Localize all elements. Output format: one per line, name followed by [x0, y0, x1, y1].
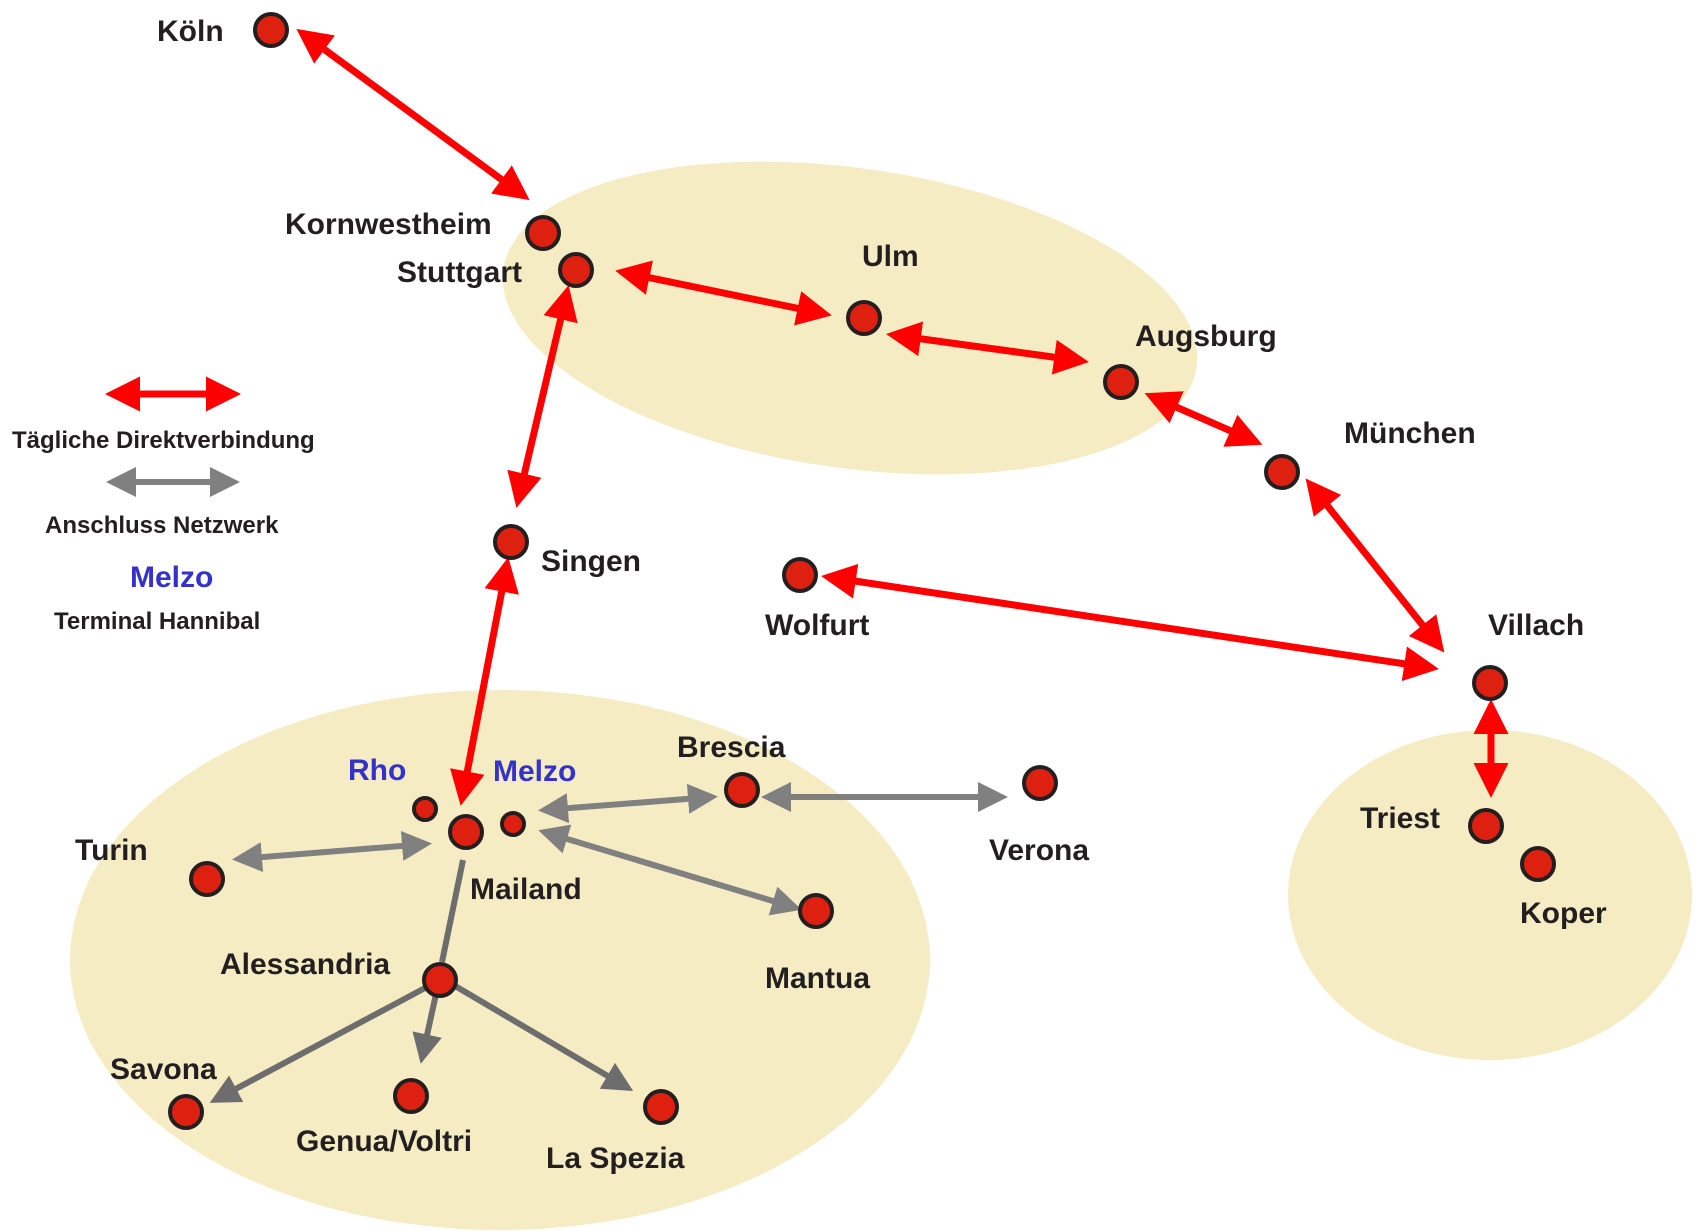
- label-augsburg: Augsburg: [1135, 320, 1277, 353]
- label-alessandria: Alessandria: [220, 948, 390, 981]
- node-wolfurt: [782, 557, 818, 593]
- network-connections: [106, 467, 1008, 916]
- node-koper: [1520, 846, 1556, 882]
- node-alessandria: [422, 962, 458, 998]
- link-singen-mailand: [450, 557, 519, 806]
- link-augsburg-muenchen: [1144, 391, 1263, 447]
- label-rho: Rho: [348, 754, 406, 787]
- label-ulm: Ulm: [862, 240, 919, 273]
- node-mantua: [798, 893, 834, 929]
- node-stuttgart: [558, 252, 594, 288]
- link-melzo-brescia: [538, 783, 718, 824]
- node-ulm: [846, 300, 882, 336]
- label-la-spezia: La Spezia: [546, 1142, 685, 1175]
- label-mailand: Mailand: [470, 873, 582, 906]
- link-alessandria-la-spezia: [443, 977, 634, 1092]
- label-melzo: Melzo: [493, 755, 576, 788]
- label-muenchen: München: [1344, 417, 1476, 450]
- label-verona: Verona: [989, 834, 1089, 867]
- label-genua: Genua/Voltri: [296, 1125, 472, 1158]
- label-turin: Turin: [75, 834, 148, 867]
- link-ulm-augsburg: [886, 321, 1089, 375]
- link-koeln-kornwestheim: [296, 28, 530, 201]
- legend-network-label: Anschluss Netzwerk: [45, 512, 279, 539]
- link-wolfurt-villach: [821, 563, 1439, 682]
- node-genua: [393, 1078, 429, 1114]
- node-singen: [493, 524, 529, 560]
- link-alessandria-savona: [209, 977, 442, 1103]
- node-augsburg: [1103, 364, 1139, 400]
- label-triest: Triest: [1360, 802, 1440, 835]
- label-kornwestheim: Kornwestheim: [285, 208, 492, 241]
- network-connections-dark: [209, 859, 634, 1103]
- nodes: [168, 12, 1556, 1130]
- node-villach: [1472, 665, 1508, 701]
- label-mantua: Mantua: [765, 962, 870, 995]
- node-savona: [168, 1094, 204, 1130]
- label-singen: Singen: [541, 545, 641, 578]
- node-mailand: [448, 814, 484, 850]
- node-kornwestheim: [525, 215, 561, 251]
- legend-terminal-name: Melzo: [130, 561, 213, 594]
- label-koper: Koper: [1520, 897, 1607, 930]
- link-stuttgart-singen: [507, 285, 578, 508]
- label-wolfurt: Wolfurt: [765, 609, 869, 642]
- node-la-spezia: [643, 1089, 679, 1125]
- link-melzo-mantua: [538, 824, 802, 916]
- legend: Tägliche Direktverbindung Anschluss Netz…: [12, 427, 315, 635]
- link-mailand-turin: [232, 830, 432, 873]
- region-adriatic: [1288, 730, 1692, 1060]
- label-brescia: Brescia: [677, 731, 786, 764]
- label-villach: Villach: [1488, 609, 1584, 642]
- legend-terminal-label: Terminal Hannibal: [54, 608, 260, 635]
- node-rho: [412, 796, 438, 822]
- label-savona: Savona: [110, 1053, 217, 1086]
- node-brescia: [724, 772, 760, 808]
- label-koeln: Köln: [157, 15, 224, 48]
- link-muenchen-villach: [1305, 478, 1445, 653]
- direct-connections: [105, 28, 1509, 806]
- link-mailand-alessandria: [439, 859, 466, 963]
- node-triest: [1468, 808, 1504, 844]
- node-turin: [189, 861, 225, 897]
- node-koeln: [253, 12, 289, 48]
- city-labels: Köln Kornwestheim Stuttgart Ulm Augsburg…: [75, 15, 1607, 1175]
- link-stuttgart-ulm: [615, 260, 832, 326]
- node-melzo: [500, 811, 526, 837]
- label-stuttgart: Stuttgart: [397, 256, 522, 289]
- node-muenchen: [1264, 454, 1300, 490]
- legend-direct-label: Tägliche Direktverbindung: [12, 427, 315, 454]
- node-verona: [1022, 765, 1058, 801]
